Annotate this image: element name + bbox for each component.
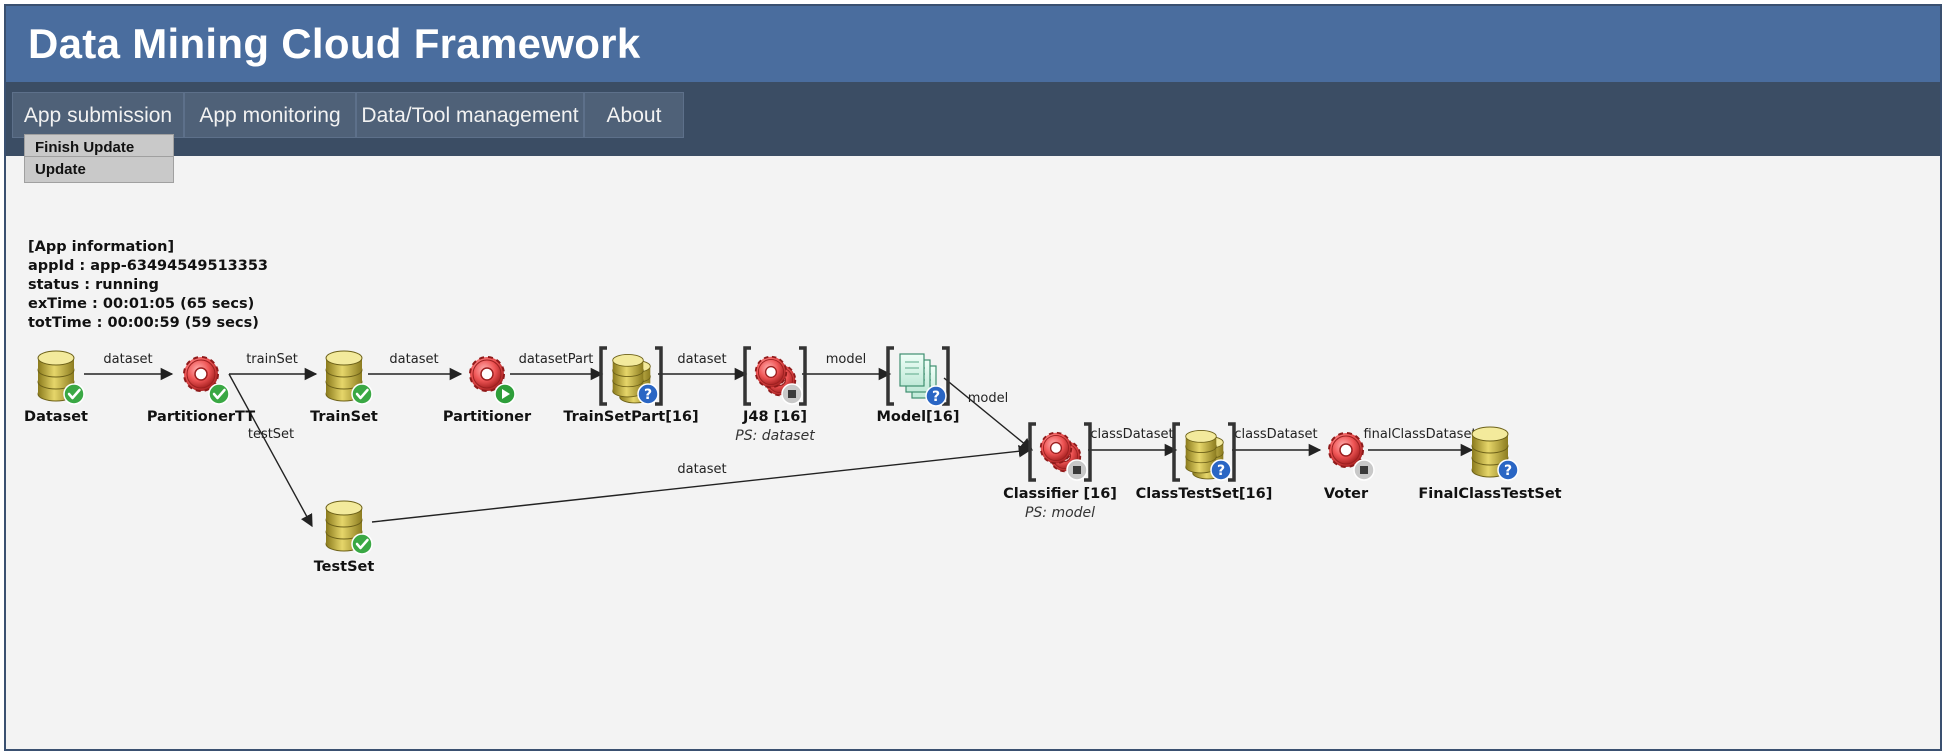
status-unknown-icon (637, 383, 659, 405)
model-document-icon (899, 353, 925, 387)
gear-stack-icon (1039, 431, 1073, 465)
workflow-edges (84, 367, 1474, 528)
edge-label-dataset-1: dataset (103, 352, 152, 367)
update-button[interactable]: Update (24, 156, 174, 183)
info-tot-time: totTime : 00:00:59 (59 secs) (28, 315, 259, 331)
edge-label-finalclassdataset: finalClassDataset (1363, 427, 1476, 442)
tab-app-monitoring[interactable]: App monitoring (184, 92, 356, 138)
status-stopped-icon (781, 383, 803, 405)
tab-data-tool-management[interactable]: Data/Tool management (356, 92, 584, 138)
edge-testset-classifier (371, 444, 1032, 523)
node-label: TestSet (314, 559, 375, 575)
title-bar: Data Mining Cloud Framework (6, 6, 1940, 82)
status-unknown-icon (1497, 459, 1519, 481)
status-stopped-icon (1066, 459, 1088, 481)
edge-label-testset: testSet (248, 427, 294, 442)
node-voter[interactable]: Voter (1324, 432, 1375, 502)
edge-label-model-1: model (826, 352, 866, 367)
edge-label-classdataset-1: classDataset (1090, 427, 1173, 442)
node-label: Dataset (24, 409, 88, 425)
node-finalclasstestset[interactable]: FinalClassTestSet (1418, 426, 1562, 502)
node-label: TrainSet (310, 409, 378, 425)
node-label: Voter (1324, 486, 1369, 502)
status-done-icon (350, 532, 374, 556)
gear-stack-icon (754, 355, 788, 389)
edge-label-dataset-3: dataset (677, 352, 726, 367)
info-heading: [App information] (28, 239, 175, 255)
node-label: Classifier [16] (1003, 486, 1117, 502)
node-label: Partitioner (443, 409, 532, 425)
node-classifier[interactable]: Classifier [16] PS: model (1003, 422, 1117, 521)
edge-partitionertt-testset (228, 373, 313, 528)
node-label: FinalClassTestSet (1418, 486, 1561, 502)
node-label: ClassTestSet[16] (1136, 486, 1273, 502)
node-label: PartitionerTT (147, 409, 255, 425)
node-classtestset[interactable]: ClassTestSet[16] (1136, 422, 1273, 502)
edge-label-model-2: model (968, 391, 1008, 406)
node-partitionertt[interactable]: PartitionerTT (147, 356, 255, 425)
node-trainset[interactable]: TrainSet (310, 350, 378, 425)
info-app-id: appId : app-63494549513353 (28, 258, 269, 274)
node-testset[interactable]: TestSet (314, 500, 375, 575)
edge-label-trainset: trainSet (246, 352, 298, 367)
node-label: TrainSetPart[16] (563, 409, 698, 425)
status-stopped-icon (1353, 459, 1375, 481)
status-done-icon (350, 382, 374, 406)
node-ps-label: PS: dataset (735, 428, 815, 444)
workflow-graph: ? (24, 346, 1562, 575)
node-partitioner[interactable]: Partitioner (443, 356, 532, 425)
edge-label-classdataset-2: classDataset (1234, 427, 1317, 442)
node-j48[interactable]: J48 [16] PS: dataset (735, 346, 815, 444)
status-done-icon (207, 382, 231, 406)
status-running-icon (494, 383, 516, 405)
app-window: Data Mining Cloud Framework App submissi… (4, 4, 1942, 751)
app-title: Data Mining Cloud Framework (28, 20, 641, 67)
node-trainsetpart[interactable]: TrainSetPart[16] (563, 346, 699, 425)
edge-model-classifier (943, 377, 1033, 451)
status-done-icon (62, 382, 86, 406)
node-label: Model[16] (876, 409, 959, 425)
info-ex-time: exTime : 00:01:05 (65 secs) (28, 296, 255, 312)
info-status: status : running (28, 277, 159, 293)
node-label: J48 [16] (742, 409, 807, 425)
edge-label-datasetpart: datasetPart (519, 352, 594, 367)
node-dataset[interactable]: Dataset (24, 350, 88, 425)
status-unknown-icon (925, 385, 947, 407)
node-model[interactable]: Model[16] (876, 346, 960, 425)
nav-bar: App submission App monitoring Data/Tool … (6, 82, 1940, 156)
edge-label-dataset-4: dataset (677, 462, 726, 477)
edge-label-dataset-2: dataset (389, 352, 438, 367)
status-unknown-icon (1210, 459, 1232, 481)
app-info-panel: [App information] appId : app-6349454951… (28, 238, 268, 333)
node-ps-label: PS: model (1025, 505, 1095, 521)
tab-about[interactable]: About (584, 92, 684, 138)
